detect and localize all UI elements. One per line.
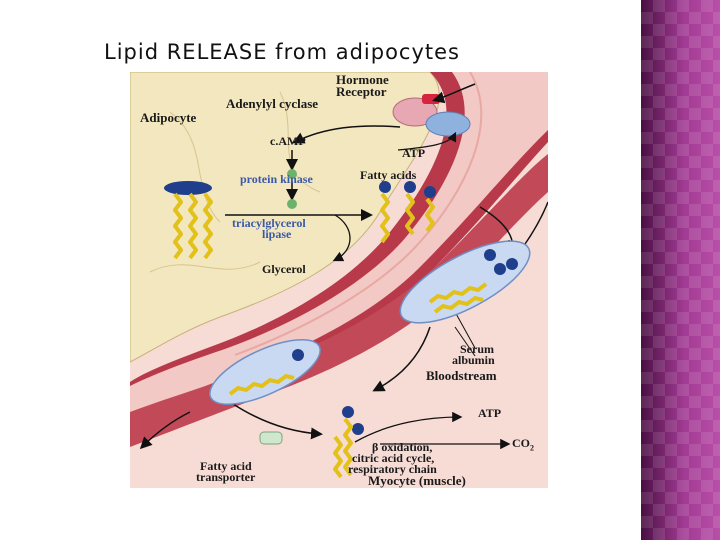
lipid-release-diagram: Hormone Receptor Adenylyl cyclase Adipoc… [130, 72, 548, 488]
adenylyl-cyclase-shape [425, 111, 471, 137]
vessel-wall-lower [130, 154, 548, 447]
label-beta-oxidation: β oxidation, [372, 440, 433, 454]
label-hormone: Hormone [336, 72, 389, 87]
label-camp: c.AMP [270, 134, 306, 148]
label-serum: Serum [460, 342, 494, 356]
label-atp-top: ATP [402, 146, 426, 160]
label-adipocyte: Adipocyte [140, 110, 197, 125]
label-myocyte: Myocyte (muscle) [368, 473, 466, 488]
label-adenylyl-cyclase: Adenylyl cyclase [226, 96, 319, 111]
label-lipase: lipase [262, 227, 292, 241]
vessel-wall [130, 72, 548, 427]
triacylglycerol-head [164, 181, 212, 195]
diagram-artwork [130, 72, 548, 488]
decorative-sidebar [641, 0, 720, 540]
transporter-shape [259, 431, 283, 445]
label-glycerol: Glycerol [262, 262, 306, 276]
label-protein-kinase: protein kinase [240, 172, 313, 186]
label-triacylglycerol: triacylglycerol [232, 216, 306, 230]
slide-title: Lipid RELEASE from adipocytes [104, 40, 460, 64]
label-fatty-acids: Fatty acids [360, 168, 417, 182]
label-albumin: albumin [452, 353, 495, 367]
label-bloodstream: Bloodstream [426, 368, 497, 383]
label-atp-bottom: ATP [478, 406, 502, 420]
label-respiratory-chain: respiratory chain [348, 462, 437, 476]
label-citric-acid-cycle: citric acid cycle, [352, 451, 435, 465]
receptor-shape [392, 97, 438, 127]
label-fatty-acid: Fatty acid [200, 459, 252, 473]
label-transporter: transporter [196, 470, 256, 484]
label-co2: CO2 [512, 436, 534, 453]
vessel-lumen [130, 72, 548, 417]
label-receptor: Receptor [336, 84, 387, 99]
